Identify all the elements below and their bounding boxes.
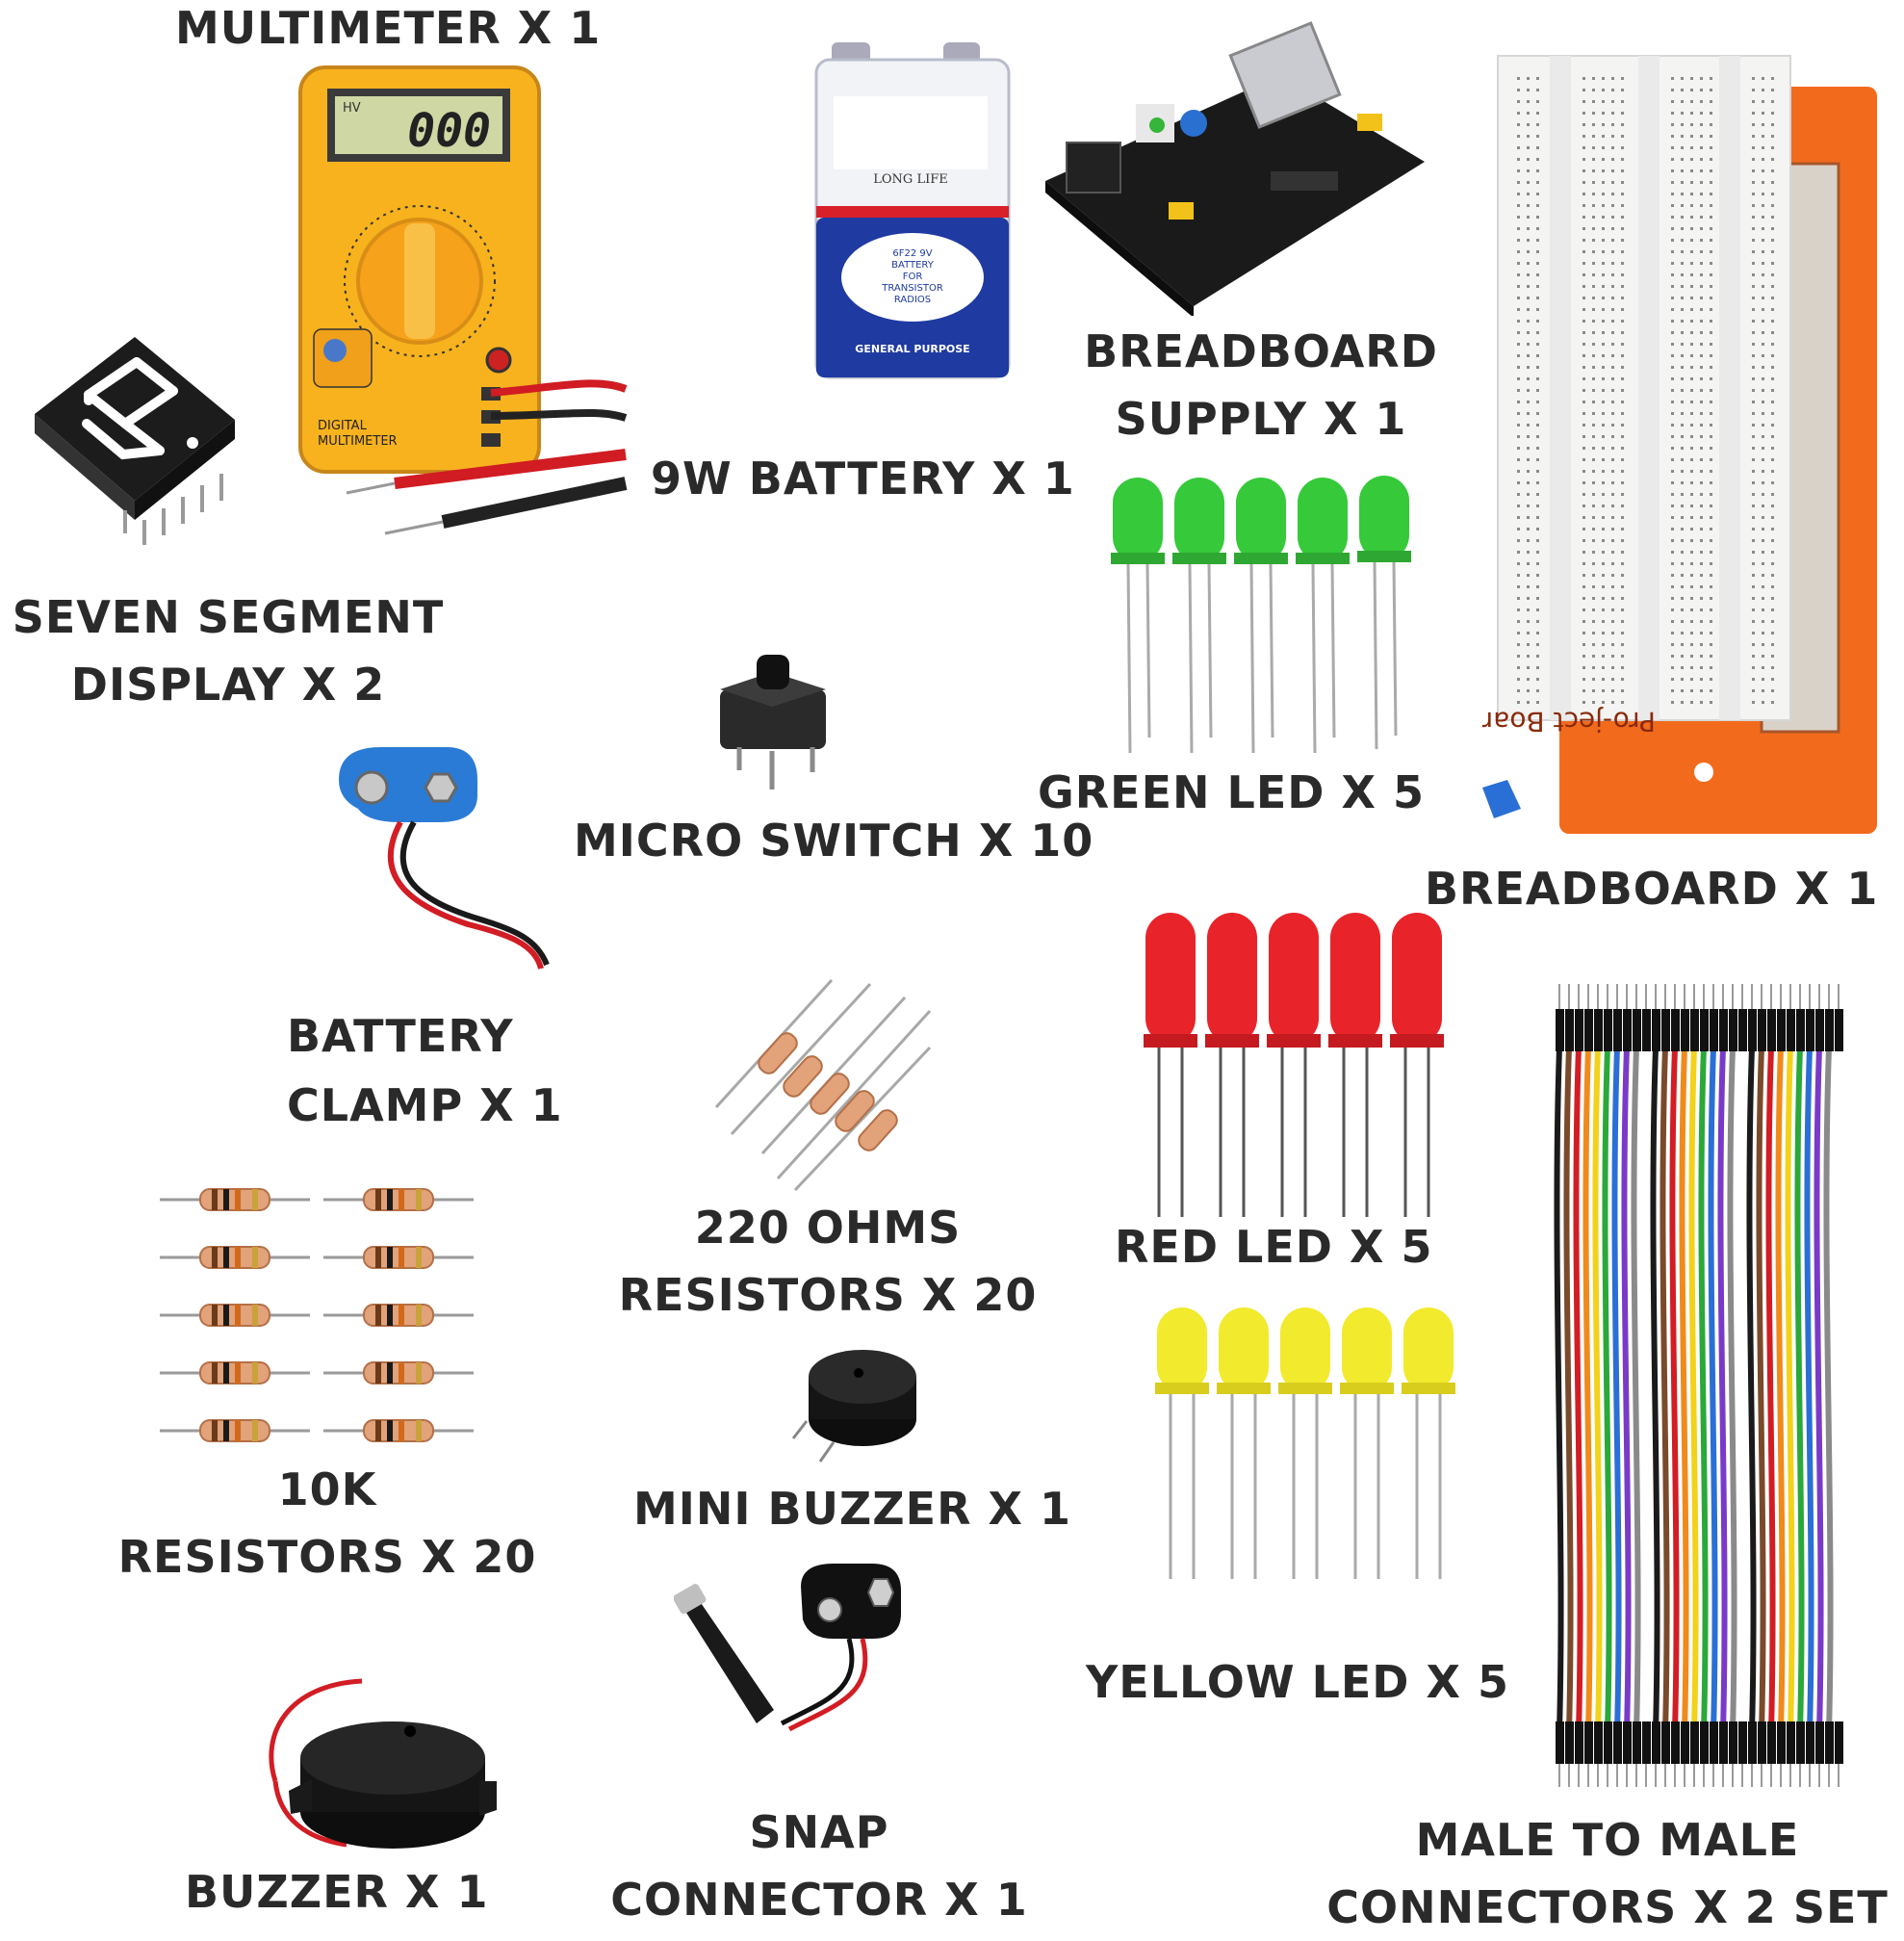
buzzer-image [269, 1678, 497, 1849]
battery-label: 9W BATTERY X 1 [651, 453, 1075, 505]
snap-connector-image [674, 1564, 901, 1732]
breadboard-image: Pro-ject Board [1482, 55, 1877, 834]
svg-text:FOR: FOR [903, 272, 923, 282]
breadboard-label: BREADBOARD X 1 [1425, 863, 1879, 915]
svg-text:6F22 9V: 6F22 9V [892, 248, 932, 259]
svg-text:000: 000 [407, 104, 491, 158]
green-led [1111, 478, 1165, 754]
green-led-label: GREEN LED X 5 [1038, 766, 1425, 818]
svg-text:MULTIMETER: MULTIMETER [318, 434, 398, 449]
jumper-wires-image [1554, 984, 1843, 1787]
micro-switch-label: MICRO SWITCH X 10 [574, 815, 1094, 867]
breadboard-supply-image [1045, 21, 1425, 316]
resistors-10k-image [160, 1188, 474, 1442]
seven-segment-image [35, 337, 235, 545]
red-led-label: RED LED X 5 [1115, 1221, 1433, 1273]
svg-text:HV: HV [343, 101, 361, 116]
yellow-leds-image [1155, 1307, 1455, 1579]
battery-image: LONG LIFE 6F22 9V BATTERY FOR TRANSISTOR… [814, 42, 1011, 379]
svg-text:RADIOS: RADIOS [894, 295, 931, 305]
svg-text:Pro-ject Board: Pro-ject Board [1482, 706, 1656, 738]
multimeter-label: MULTIMETER X 1 [175, 2, 602, 54]
svg-text:DIGITAL: DIGITAL [318, 419, 368, 433]
mini-buzzer-image [791, 1350, 916, 1462]
multimeter-image: HV 000 DIGITAL MULTIMETER [298, 65, 628, 535]
micro-switch-image [720, 655, 826, 789]
svg-text:LONG LIFE: LONG LIFE [873, 172, 947, 187]
green-leds-image [1111, 476, 1411, 754]
mini-buzzer-label: MINI BUZZER X 1 [633, 1483, 1071, 1535]
red-leds-image [1144, 913, 1444, 1217]
battery-clamp-image [339, 747, 550, 970]
resistors-220-image [714, 978, 932, 1192]
svg-text:GENERAL PURPOSE: GENERAL PURPOSE [855, 343, 969, 355]
buzzer-label: BUZZER X 1 [185, 1866, 489, 1918]
svg-text:TRANSISTOR: TRANSISTOR [881, 283, 943, 294]
svg-text:BATTERY: BATTERY [891, 260, 935, 271]
yellow-led-label: YELLOW LED X 5 [1086, 1656, 1509, 1708]
